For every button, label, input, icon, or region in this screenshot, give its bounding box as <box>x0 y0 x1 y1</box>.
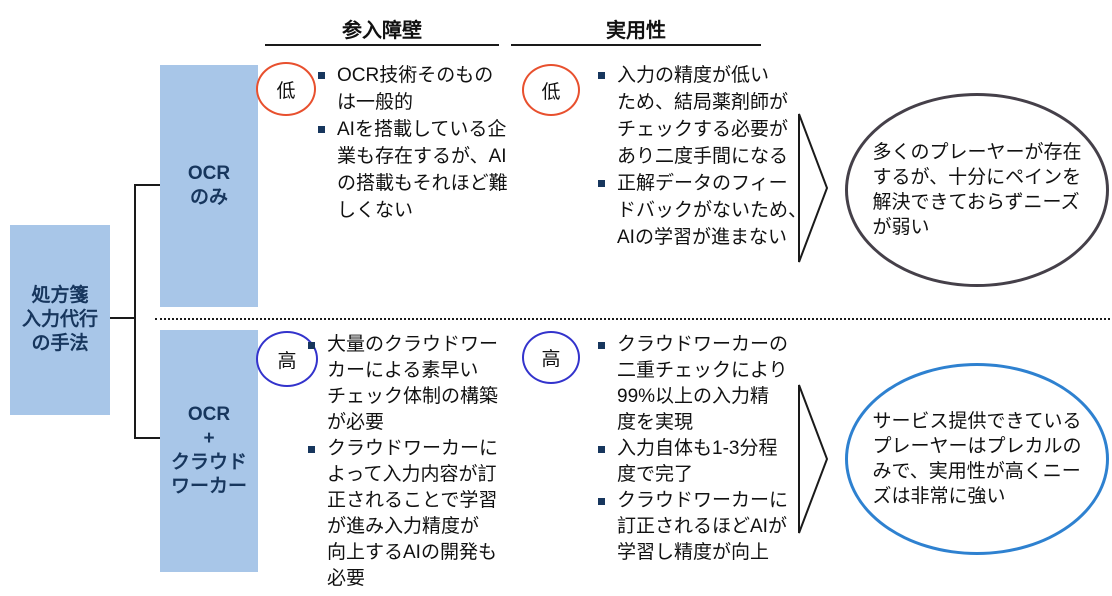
bullet-icon <box>308 342 315 349</box>
bullet-list-barrier-row2: 大量のクラウドワー カーによる素早い チェック体制の構築 が必要 クラウドワーカ… <box>308 332 520 592</box>
conclusion-ellipse-row2: サービス提供できている プレーヤーはプレカルの みで、実用性が高くニー ズは非常… <box>845 363 1109 555</box>
list-item: 入力の精度が低い ため、結局薬剤師が チェックする必要が あり二度手間になる <box>598 62 810 170</box>
column-header-barrier: 参入障壁 <box>265 14 499 46</box>
bullet-list-practicality-row2: クラウドワーカーの 二重チェックにより 99%以上の入力精 度を実現 入力自体も… <box>598 332 813 566</box>
rating-circle-barrier-row1: 低 <box>256 62 316 116</box>
list-item: 入力自体も1-3分程 度で完了 <box>598 436 813 488</box>
bullet-icon <box>598 72 605 79</box>
list-item: 大量のクラウドワー カーによる素早い チェック体制の構築 が必要 <box>308 332 520 436</box>
rating-label: 低 <box>541 81 561 103</box>
connector-line-branch-bottom <box>134 437 160 439</box>
row-divider <box>155 318 1110 320</box>
list-item: OCR技術そのもの は一般的 <box>318 62 526 116</box>
rating-label: 低 <box>276 80 296 102</box>
bullet-icon <box>308 446 315 453</box>
list-item: クラウドワーカーに 訂正されるほどAIが 学習し精度が向上 <box>598 488 813 566</box>
connector-line-root <box>110 317 135 319</box>
bullet-icon <box>598 342 605 349</box>
bullet-text: クラウドワーカーに よって入力内容が訂 正されることで学習 が進み入力精度が 向… <box>327 438 499 589</box>
rating-circle-barrier-row2: 高 <box>256 331 318 387</box>
rating-label: 高 <box>277 350 297 372</box>
bullet-icon <box>598 446 605 453</box>
bullet-icon <box>318 126 325 133</box>
conclusion-ellipse-row1: 多くのプレーヤーが存在 するが、十分にペインを 解決できておらずニーズ が弱い <box>845 93 1109 287</box>
rating-circle-practicality-row2: 高 <box>522 331 580 384</box>
bullet-text: 入力自体も1-3分程 度で完了 <box>617 438 778 485</box>
bullet-text: OCR技術そのもの は一般的 <box>337 65 494 113</box>
method-box-ocr-crowdworker: OCR + クラウド ワーカー <box>160 330 258 572</box>
column-header-barrier-label: 参入障壁 <box>342 20 422 42</box>
bullet-text: クラウドワーカーに 訂正されるほどAIが 学習し精度が向上 <box>617 490 789 563</box>
connector-line-vertical <box>134 184 136 439</box>
method-box-ocr-crowdworker-label: OCR + クラウド ワーカー <box>170 404 247 497</box>
bullet-text: 正解データのフィー ドバックがないため、 AIの学習が進まない <box>617 173 808 248</box>
conclusion-text-row2: サービス提供できている プレーヤーはプレカルの みで、実用性が高くニー ズは非常… <box>872 411 1082 507</box>
list-item: クラウドワーカーに よって入力内容が訂 正されることで学習 が進み入力精度が 向… <box>308 436 520 592</box>
conclusion-text-row1: 多くのプレーヤーが存在 するが、十分にペインを 解決できておらずニーズ が弱い <box>872 142 1082 238</box>
rating-label: 高 <box>541 349 561 370</box>
bullet-text: 入力の精度が低い ため、結局薬剤師が チェックする必要が あり二度手間になる <box>617 65 789 167</box>
column-header-practicality: 実用性 <box>511 14 761 46</box>
connector-line-branch-top <box>134 184 160 186</box>
flow-arrow-icon-row1 <box>798 113 829 263</box>
bullet-text: 大量のクラウドワー カーによる素早い チェック体制の構築 が必要 <box>327 334 499 433</box>
bullet-list-barrier-row1: OCR技術そのもの は一般的 AIを搭載している企 業も存在するが、AI の搭載… <box>318 62 526 224</box>
bullet-text: AIを搭載している企 業も存在するが、AI の搭載もそれほど難 しくない <box>337 119 508 221</box>
flow-arrow-icon-row2 <box>798 384 829 534</box>
bullet-icon <box>598 180 605 187</box>
root-box-label: 処方箋 入力代行 の手法 <box>21 285 98 354</box>
bullet-icon <box>318 72 325 79</box>
bullet-list-practicality-row1: 入力の精度が低い ため、結局薬剤師が チェックする必要が あり二度手間になる 正… <box>598 62 810 251</box>
method-box-ocr-only: OCR のみ <box>160 65 258 307</box>
list-item: 正解データのフィー ドバックがないため、 AIの学習が進まない <box>598 170 810 251</box>
list-item: AIを搭載している企 業も存在するが、AI の搭載もそれほど難 しくない <box>318 116 526 224</box>
rating-circle-practicality-row1: 低 <box>522 64 580 116</box>
list-item: クラウドワーカーの 二重チェックにより 99%以上の入力精 度を実現 <box>598 332 813 436</box>
root-box-prescription-methods: 処方箋 入力代行 の手法 <box>10 225 110 415</box>
column-header-practicality-label: 実用性 <box>606 20 666 42</box>
bullet-icon <box>598 498 605 505</box>
bullet-text: クラウドワーカーの 二重チェックにより 99%以上の入力精 度を実現 <box>617 334 789 433</box>
method-box-ocr-only-label: OCR のみ <box>187 163 231 208</box>
